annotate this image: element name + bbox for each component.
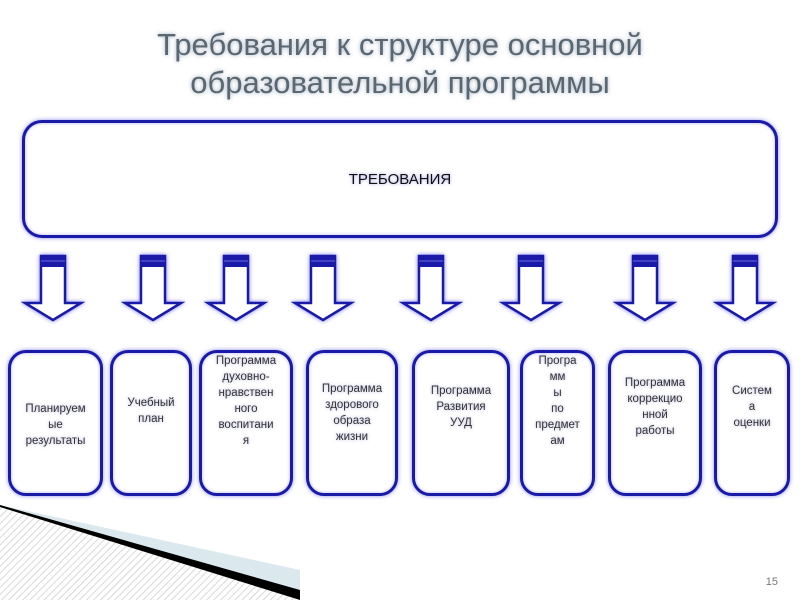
- slide-title: Требования к структуре основной образова…: [0, 26, 800, 102]
- title-line-2: образовательной программы: [190, 65, 610, 100]
- down-arrow-icon: [612, 254, 678, 322]
- program-box: Программа здорового образа жизни: [306, 350, 398, 496]
- program-box: Учебный план: [110, 350, 192, 496]
- down-arrow-icon: [20, 254, 86, 322]
- program-box-label: Программа Развития УУД: [430, 385, 492, 429]
- page-number: 15: [765, 576, 778, 588]
- program-box: Программа духовно- нравствен ного воспит…: [199, 350, 293, 496]
- down-arrow-icon: [290, 254, 356, 322]
- program-box-label: Программа здорового образа жизни: [321, 383, 383, 443]
- program-box: Программа коррекцио нной работы: [608, 350, 702, 496]
- program-box-label: Учебный план: [127, 397, 175, 425]
- down-arrow-icon: [712, 254, 778, 322]
- program-box: Планируем ые результаты: [8, 350, 103, 496]
- program-box-label: Систем а оценки: [732, 385, 772, 429]
- title-line-1: Требования к структуре основной: [157, 27, 643, 62]
- program-box-label: Програ мм ы по предмет ам: [535, 355, 580, 447]
- program-box-label: Планируем ые результаты: [25, 403, 86, 447]
- down-arrow-icon: [398, 254, 464, 322]
- requirements-label: ТРЕБОВАНИЯ: [348, 170, 452, 188]
- program-box: Систем а оценки: [714, 350, 790, 496]
- program-box-label: Программа коррекцио нной работы: [624, 377, 686, 437]
- down-arrow-icon: [203, 254, 269, 322]
- program-box: Програ мм ы по предмет ам: [520, 350, 595, 496]
- program-box-label: Программа духовно- нравствен ного воспит…: [215, 355, 277, 447]
- down-arrow-icon: [498, 254, 564, 322]
- program-box: Программа Развития УУД: [412, 350, 510, 496]
- down-arrow-icon: [120, 254, 186, 322]
- requirements-box: ТРЕБОВАНИЯ: [22, 120, 778, 238]
